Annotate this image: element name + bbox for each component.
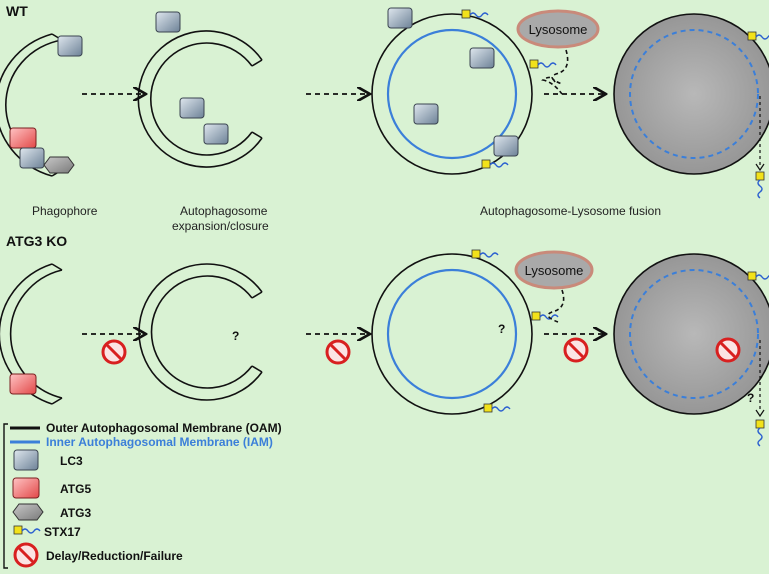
lc3-icon (155, 11, 181, 33)
wt-autolysosome (613, 13, 769, 199)
stx17-icon (13, 525, 41, 535)
lc3-icon (469, 47, 495, 69)
wt-closed-autophagosome (371, 7, 557, 175)
stx17-icon (747, 271, 769, 281)
ko-closed-autophagosome: ? (371, 249, 559, 415)
wt-header: WT (6, 3, 28, 19)
ko-expanding-autophagosome: ? (138, 263, 263, 401)
stx17-icon (471, 249, 499, 259)
wt-phagophore (0, 33, 83, 177)
label-phagophore: Phagophore (32, 204, 98, 218)
lc3-icon (493, 135, 519, 157)
wt-expanding-autophagosome (137, 11, 263, 168)
stx17-icon (747, 31, 769, 41)
lc3-icon (179, 97, 205, 119)
atg3-icon (43, 156, 75, 174)
stx17-icon (529, 59, 557, 69)
atg3-icon (12, 503, 44, 521)
question-mark: ? (498, 322, 505, 336)
legend: Outer Autophagosomal Membrane (OAM) Inne… (3, 421, 282, 569)
legend-iam-label: Inner Autophagosomal Membrane (IAM) (46, 435, 273, 449)
lc3-icon (413, 103, 439, 125)
question-mark: ? (232, 329, 239, 343)
stx17-icon (531, 311, 559, 321)
stx17-icon (483, 403, 511, 413)
atg5-icon (12, 477, 40, 499)
legend-oam-label: Outer Autophagosomal Membrane (OAM) (46, 421, 282, 435)
legend-block-label: Delay/Reduction/Failure (46, 549, 183, 563)
prohibition-icon (563, 337, 589, 363)
question-mark: ? (747, 391, 754, 405)
lc3-icon (19, 147, 45, 169)
legend-atg5-label: ATG5 (60, 482, 91, 496)
label-expansion-2: expansion/closure (172, 219, 269, 233)
atg3-ko-header: ATG3 KO (6, 233, 67, 249)
prohibition-icon (101, 339, 127, 365)
ko-lysosome: Lysosome (514, 250, 594, 290)
ko-autolysosome: ? (613, 253, 769, 447)
fusion-arrow (541, 76, 563, 95)
label-expansion-1: Autophagosome (180, 204, 268, 218)
label-fusion: Autophagosome-Lysosome fusion (480, 204, 661, 218)
fusion-arrow (547, 289, 565, 323)
stx17-icon (755, 419, 765, 447)
prohibition-icon (325, 339, 351, 365)
prohibition-icon (715, 337, 741, 363)
lc3-icon (387, 7, 413, 29)
ko-phagophore (0, 263, 63, 405)
atg5-icon (9, 373, 37, 395)
lc3-icon (13, 449, 39, 471)
lysosome-label: Lysosome (525, 263, 584, 278)
legend-stx17-label: STX17 (44, 525, 81, 539)
legend-lc3-label: LC3 (60, 454, 83, 468)
lc3-icon (203, 123, 229, 145)
prohibition-icon (13, 542, 39, 568)
atg5-icon (9, 127, 37, 149)
lc3-icon (57, 35, 83, 57)
stx17-icon (755, 171, 765, 199)
fusion-arrow (551, 49, 569, 85)
wt-lysosome: Lysosome (516, 9, 600, 49)
legend-atg3-label: ATG3 (60, 506, 91, 520)
lysosome-label: Lysosome (529, 22, 588, 37)
